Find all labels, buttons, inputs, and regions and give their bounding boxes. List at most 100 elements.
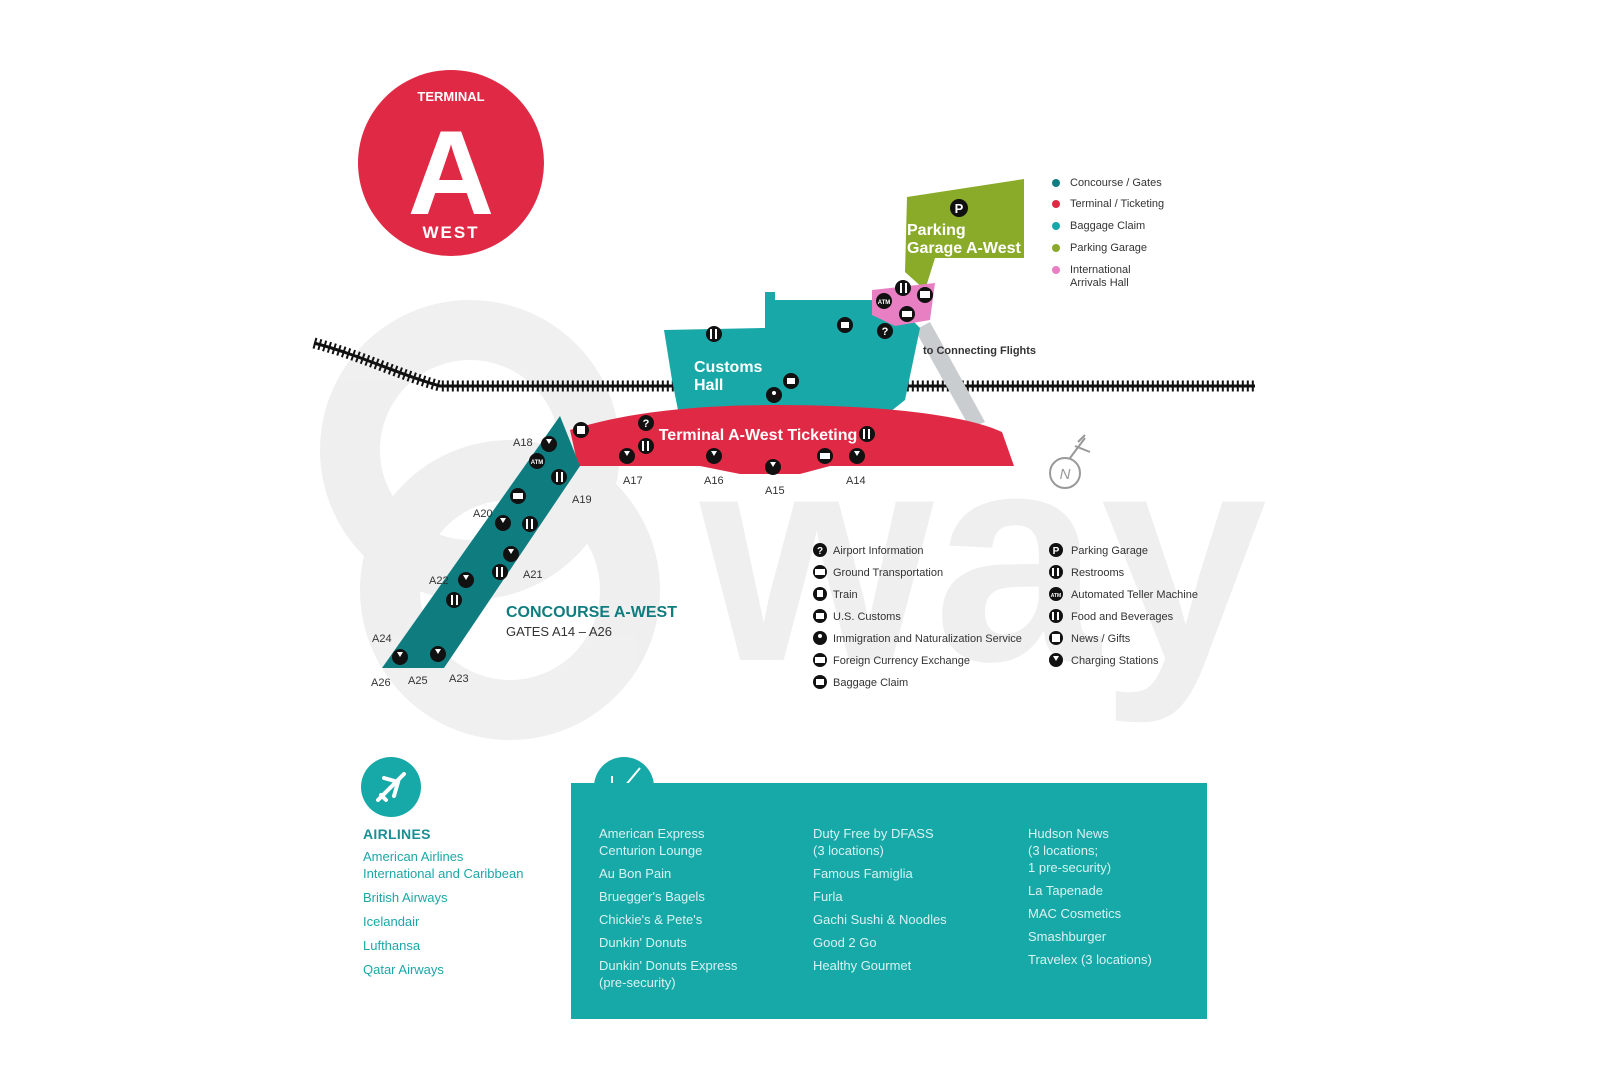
immigration-icon — [766, 387, 782, 403]
badge-letter: A — [408, 106, 495, 240]
legend-label: Terminal / Ticketing — [1070, 198, 1164, 210]
legend-label: Ground Transportation — [833, 567, 943, 579]
charging-icon — [1049, 653, 1063, 667]
legend-label: Parking Garage — [1071, 545, 1148, 557]
baggage-icon — [783, 373, 799, 389]
gate-label: A14 — [846, 475, 866, 487]
food-icon — [895, 280, 911, 296]
legend-label: Immigration and Naturalization Service — [833, 633, 1022, 645]
gate-label: A25 — [408, 675, 428, 687]
question-icon: ? — [638, 415, 654, 431]
legend-dot — [1052, 266, 1060, 274]
gate-labels: A14 A15 A16 A17 A18 A19 A20 A21 A22 A23 … — [371, 437, 866, 689]
immigration-icon — [813, 631, 827, 645]
north-compass-icon: N — [1049, 434, 1091, 489]
airline-item[interactable]: Lufthansa — [363, 938, 421, 953]
charging-icon — [541, 436, 557, 452]
gate-label: A26 — [371, 677, 391, 689]
legend-label: News / Gifts — [1071, 633, 1131, 645]
amenities-panel: American Express Centurion Lounge Au Bon… — [571, 783, 1207, 1019]
legend-label: Train — [833, 589, 858, 601]
gate-label: A21 — [523, 569, 543, 581]
ticketing-area[interactable]: Terminal A-West Ticketing — [570, 405, 1014, 474]
amenity-item[interactable]: Gachi Sushi & Noodles — [813, 912, 947, 927]
charging-icon — [849, 448, 865, 464]
gate-label: A17 — [623, 475, 643, 487]
atm-icon: ATM — [529, 453, 545, 469]
gate-label: A20 — [473, 508, 493, 520]
gate-label: A23 — [449, 673, 469, 685]
amenity-item[interactable]: Hudson News (3 locations; 1 pre-security… — [1028, 826, 1112, 875]
food-icon — [1049, 609, 1063, 623]
amenity-item[interactable]: Travelex (3 locations) — [1028, 952, 1152, 967]
concourse-area[interactable] — [382, 416, 580, 668]
legend-label: Concourse / Gates — [1070, 177, 1162, 189]
svg-text:?: ? — [643, 418, 650, 430]
charging-icon — [458, 572, 474, 588]
gate-label: A22 — [429, 575, 449, 587]
restroom-icon — [859, 426, 875, 442]
amenity-item[interactable]: La Tapenade — [1028, 883, 1103, 898]
amenity-item[interactable]: Furla — [813, 889, 843, 904]
amenity-item[interactable]: Good 2 Go — [813, 935, 877, 950]
legend-label: Restrooms — [1071, 567, 1125, 579]
legend-label: Charging Stations — [1071, 655, 1159, 667]
map-icons: ? ATM ? ATM — [392, 280, 933, 665]
legend-label: Food and Beverages — [1071, 611, 1174, 623]
gate-label: A15 — [765, 485, 785, 497]
amenity-item[interactable]: Au Bon Pain — [599, 866, 672, 881]
badge-bottom-text: WEST — [422, 223, 479, 242]
amenity-item[interactable]: MAC Cosmetics — [1028, 906, 1122, 921]
connecting-flights-label: to Connecting Flights — [923, 345, 1036, 357]
amenities-column: Duty Free by DFASS (3 locations) Famous … — [813, 825, 1023, 980]
airline-item[interactable]: American Airlines International and Cari… — [363, 849, 524, 881]
airlines-list: AIRLINES American Airlines International… — [363, 826, 563, 985]
amenity-item[interactable]: Bruegger's Bagels — [599, 889, 705, 904]
news-icon — [573, 422, 589, 438]
atm-icon: ATM — [876, 293, 892, 309]
svg-text:?: ? — [817, 546, 823, 557]
amenity-item[interactable]: American Express Centurion Lounge — [599, 826, 705, 858]
charging-icon — [392, 649, 408, 665]
airline-item[interactable]: Icelandair — [363, 914, 420, 929]
legend-label: Parking Garage — [1070, 242, 1147, 254]
area-legend: Concourse / Gates Terminal / Ticketing B… — [1052, 177, 1164, 289]
concourse-subtitle: GATES A14 – A26 — [506, 624, 612, 639]
parking-icon — [950, 199, 968, 217]
legend-dot — [1052, 222, 1060, 230]
amenity-item[interactable]: Smashburger — [1028, 929, 1107, 944]
charging-icon — [495, 515, 511, 531]
concourse-title: CONCOURSE A-WEST — [506, 604, 677, 621]
connecting-walkway — [915, 322, 985, 428]
legend-label: Baggage Claim — [1070, 220, 1145, 232]
bus-icon — [813, 565, 827, 579]
amenity-item[interactable]: Famous Famiglia — [813, 866, 913, 881]
svg-text:ATM: ATM — [1051, 593, 1061, 599]
charging-icon — [765, 459, 781, 475]
svg-text:N: N — [1060, 466, 1071, 483]
restroom-icon — [492, 564, 508, 580]
amenity-item[interactable]: Chickie's & Pete's — [599, 912, 703, 927]
svg-text:P: P — [955, 201, 964, 216]
amenity-item[interactable]: Dunkin' Donuts — [599, 935, 687, 950]
charging-icon — [619, 448, 635, 464]
airline-item[interactable]: British Airways — [363, 890, 448, 905]
airline-item[interactable]: Qatar Airways — [363, 962, 444, 977]
legend-dot — [1052, 200, 1060, 208]
amenities-column: Hudson News (3 locations; 1 pre-security… — [1028, 825, 1238, 974]
news-icon — [1049, 631, 1063, 645]
amenity-item[interactable]: Dunkin' Donuts Express (pre-security) — [599, 958, 738, 990]
amenity-item[interactable]: Duty Free by DFASS (3 locations) — [813, 826, 934, 858]
restroom-icon — [1049, 565, 1063, 579]
gate-label: A19 — [572, 494, 592, 506]
restroom-icon — [638, 438, 654, 454]
charging-icon — [503, 546, 519, 562]
amenity-item[interactable]: Healthy Gourmet — [813, 958, 912, 973]
question-icon: ? — [877, 323, 893, 339]
